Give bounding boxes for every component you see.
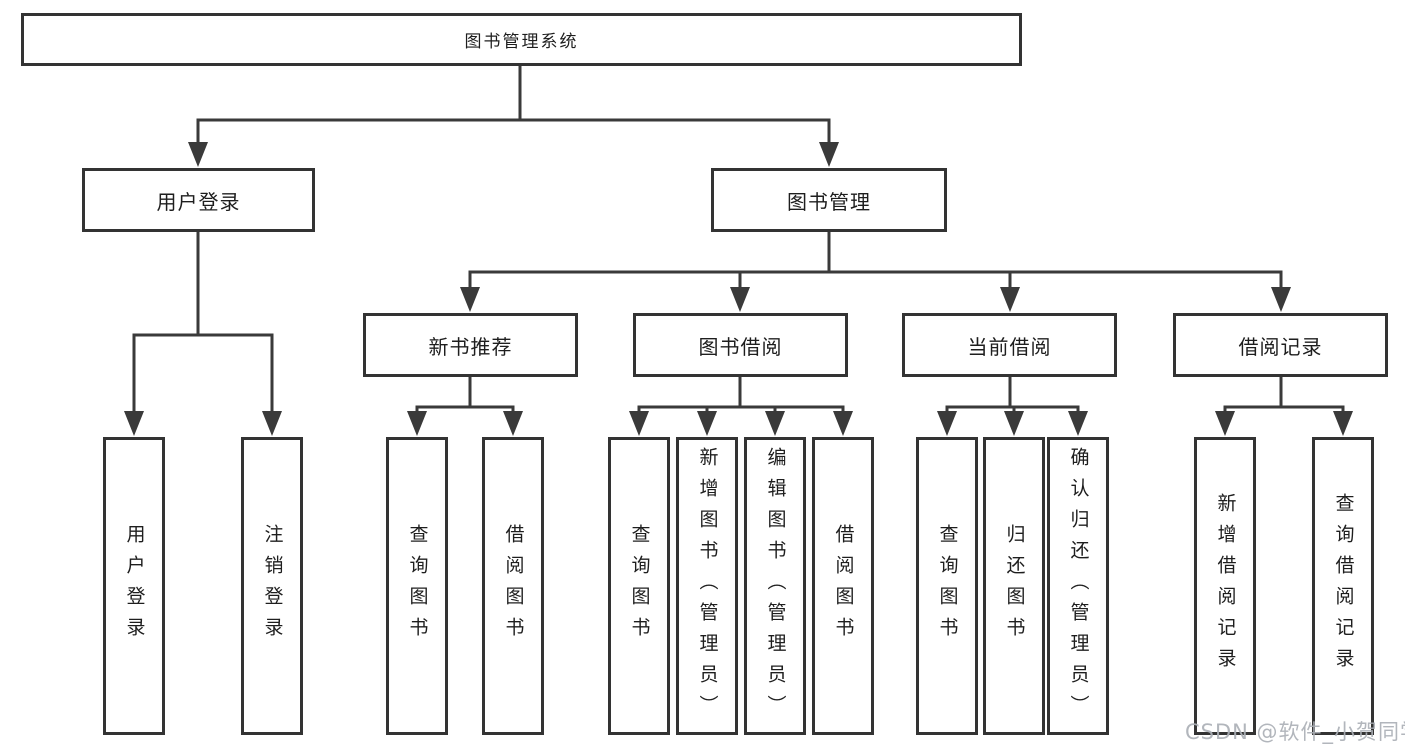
node-leaf-label: 查询借阅记录: [1332, 493, 1355, 679]
node-current-borrow: 当前借阅: [902, 313, 1117, 377]
node-leaf-label: 注销登录: [261, 524, 284, 648]
node-leaf-logout: 注销登录: [241, 437, 303, 735]
node-leaf-label: 用户登录: [123, 524, 146, 648]
node-leaf-return-books: 归还图书: [983, 437, 1045, 735]
connector-book-borrow-to-leaves: [629, 377, 853, 436]
node-new-book-rec: 新书推荐: [363, 313, 578, 377]
node-user-login-label: 用户登录: [156, 189, 241, 214]
node-leaf-add-borrow-record: 新增借阅记录: [1194, 437, 1256, 735]
node-leaf-edit-books-admin: 编辑图书（管理员）: [744, 437, 806, 735]
node-root: 图书管理系统: [21, 13, 1022, 66]
connector-current-borrow-to-leaves: [937, 377, 1088, 436]
node-book-mgmt: 图书管理: [711, 168, 947, 232]
node-leaf-query-books-2: 查询图书: [608, 437, 670, 735]
node-leaf-label: 查询图书: [628, 524, 651, 648]
node-leaf-label: 归还图书: [1003, 524, 1026, 648]
connector-user-login-to-leaves: [124, 232, 282, 436]
node-new-book-rec-label: 新书推荐: [428, 334, 513, 359]
node-leaf-borrow-books-2: 借阅图书: [812, 437, 874, 735]
connector-borrow-records-to-leaves: [1215, 377, 1353, 436]
connector-root-to-level2: [188, 66, 839, 167]
node-root-label: 图书管理系统: [464, 32, 579, 52]
connector-book-mgmt-to-level3: [460, 232, 1291, 312]
node-user-login: 用户登录: [82, 168, 315, 232]
node-leaf-label: 新增图书（管理员）: [696, 446, 719, 726]
node-leaf-borrow-books-1: 借阅图书: [482, 437, 544, 735]
node-leaf-confirm-return-admin: 确认归还（管理员）: [1047, 437, 1109, 735]
csdn-watermark: CSDN @软件_小贺同学: [1185, 720, 1405, 744]
node-book-borrow-label: 图书借阅: [698, 334, 783, 359]
node-book-borrow: 图书借阅: [633, 313, 848, 377]
node-book-mgmt-label: 图书管理: [787, 189, 871, 214]
node-leaf-label: 借阅图书: [502, 524, 525, 648]
node-leaf-label: 查询图书: [406, 524, 429, 648]
node-leaf-user-login: 用户登录: [103, 437, 165, 735]
node-borrow-records-label: 借阅记录: [1238, 334, 1323, 359]
node-leaf-label: 新增借阅记录: [1214, 493, 1237, 679]
node-leaf-query-books-1: 查询图书: [386, 437, 448, 735]
node-leaf-label: 借阅图书: [832, 524, 855, 648]
connector-new-book-rec-to-leaves: [407, 377, 523, 436]
node-current-borrow-label: 当前借阅: [967, 334, 1052, 359]
node-leaf-query-books-3: 查询图书: [916, 437, 978, 735]
node-leaf-label: 编辑图书（管理员）: [764, 446, 787, 726]
node-leaf-label: 确认归还（管理员）: [1067, 446, 1090, 726]
node-leaf-add-books-admin: 新增图书（管理员）: [676, 437, 738, 735]
node-borrow-records: 借阅记录: [1173, 313, 1388, 377]
node-leaf-query-borrow-record: 查询借阅记录: [1312, 437, 1374, 735]
node-leaf-label: 查询图书: [936, 524, 959, 648]
